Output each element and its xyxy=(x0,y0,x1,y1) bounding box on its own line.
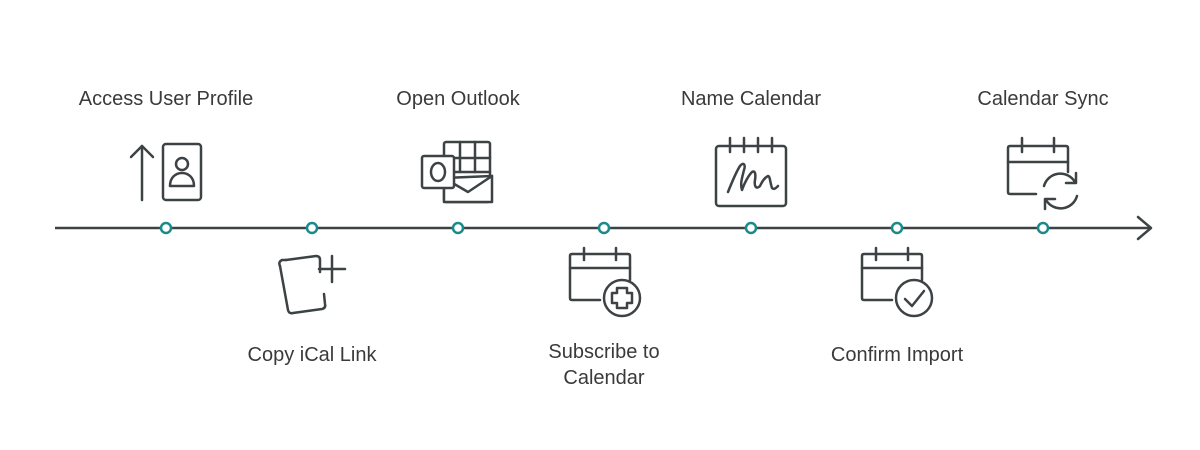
step-label-name-calendar: Name Calendar xyxy=(680,88,822,110)
calendar-signature-icon xyxy=(714,136,790,210)
step-label-subscribe-to-calendar: Subscribe to Calendar xyxy=(548,341,660,389)
timeline-node-6 xyxy=(890,221,904,235)
calendar-check-icon xyxy=(858,246,938,320)
outlook-icon xyxy=(418,138,498,208)
timeline-node-5 xyxy=(744,221,758,235)
calendar-plus-icon xyxy=(566,246,646,320)
copy-add-icon xyxy=(274,252,352,320)
timeline-node-2 xyxy=(305,221,319,235)
timeline-node-7 xyxy=(1036,221,1050,235)
calendar-sync-icon xyxy=(1004,136,1084,214)
step-label-open-outlook: Open Outlook xyxy=(396,88,520,110)
timeline-arrowhead xyxy=(1136,215,1153,241)
profile-upload-icon xyxy=(128,140,208,206)
step-label-confirm-import: Confirm Import xyxy=(830,344,964,366)
step-label-access-user-profile: Access User Profile xyxy=(78,88,254,110)
timeline-node-3 xyxy=(451,221,465,235)
timeline-node-1 xyxy=(159,221,173,235)
step-label-calendar-sync: Calendar Sync xyxy=(977,88,1109,110)
step-label-copy-ical-link: Copy iCal Link xyxy=(247,344,377,366)
timeline-node-4 xyxy=(597,221,611,235)
